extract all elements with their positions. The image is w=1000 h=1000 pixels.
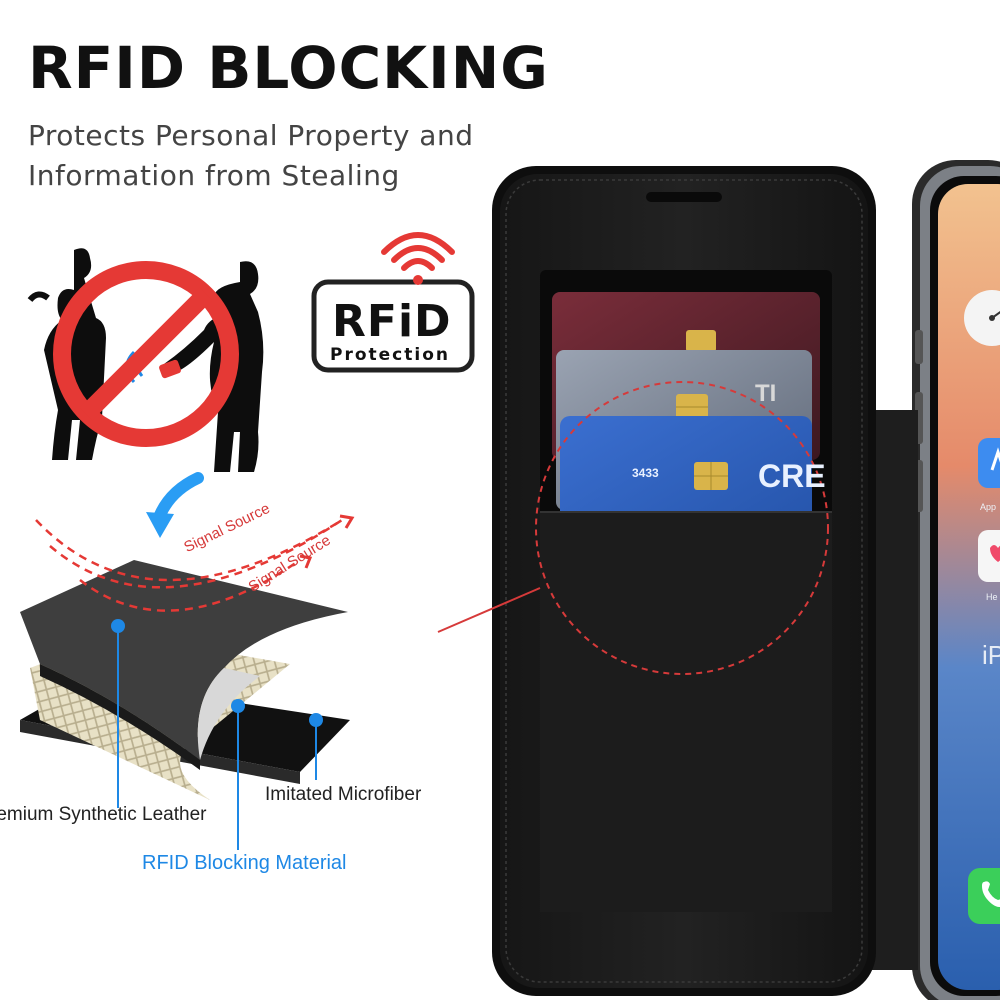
thief-silhouette xyxy=(164,261,264,472)
pocket-panel xyxy=(540,512,832,912)
badge-sub-text: Protection xyxy=(330,345,450,365)
scanner-device xyxy=(159,359,181,379)
leather-label: remium Synthetic Leather xyxy=(0,804,207,825)
case-hinge xyxy=(872,410,918,970)
layer-callouts xyxy=(111,619,323,850)
pointer-line xyxy=(437,587,541,633)
rfid-protection-badge xyxy=(311,232,475,373)
phone xyxy=(912,160,1000,1000)
card-number: 3433 xyxy=(632,466,659,480)
card-brand-front: CRE xyxy=(758,458,826,494)
card-brand-middle: TI xyxy=(755,380,777,407)
rfid-zone-circle xyxy=(535,381,829,675)
speaker-slot xyxy=(646,192,722,202)
anti-theft-sign xyxy=(27,248,264,472)
prohibition-circle xyxy=(53,261,239,447)
phone-case xyxy=(492,166,876,996)
badge-logo-text: RFiD xyxy=(332,296,452,347)
phone-side-button xyxy=(915,330,923,364)
phone-home-text: iP xyxy=(982,640,1000,670)
health-icon xyxy=(978,530,1000,582)
leather-layer xyxy=(20,560,348,760)
material-layers xyxy=(20,560,350,800)
phone-app-icon xyxy=(968,868,1000,924)
app-store-icon xyxy=(978,438,1000,488)
rfid-material-label: RFID Blocking Material xyxy=(142,852,347,874)
app-label: App xyxy=(980,502,997,512)
microfiber-label: Imitated Microfiber xyxy=(265,784,422,805)
clock-widget xyxy=(964,290,1000,346)
wifi-signal-icon xyxy=(413,275,423,285)
signal-arrows xyxy=(35,514,355,612)
health-label: He xyxy=(986,592,998,602)
page-subtitle: Protects Personal Property and Informati… xyxy=(28,119,474,192)
page-title: RFID BLOCKING xyxy=(28,34,549,102)
